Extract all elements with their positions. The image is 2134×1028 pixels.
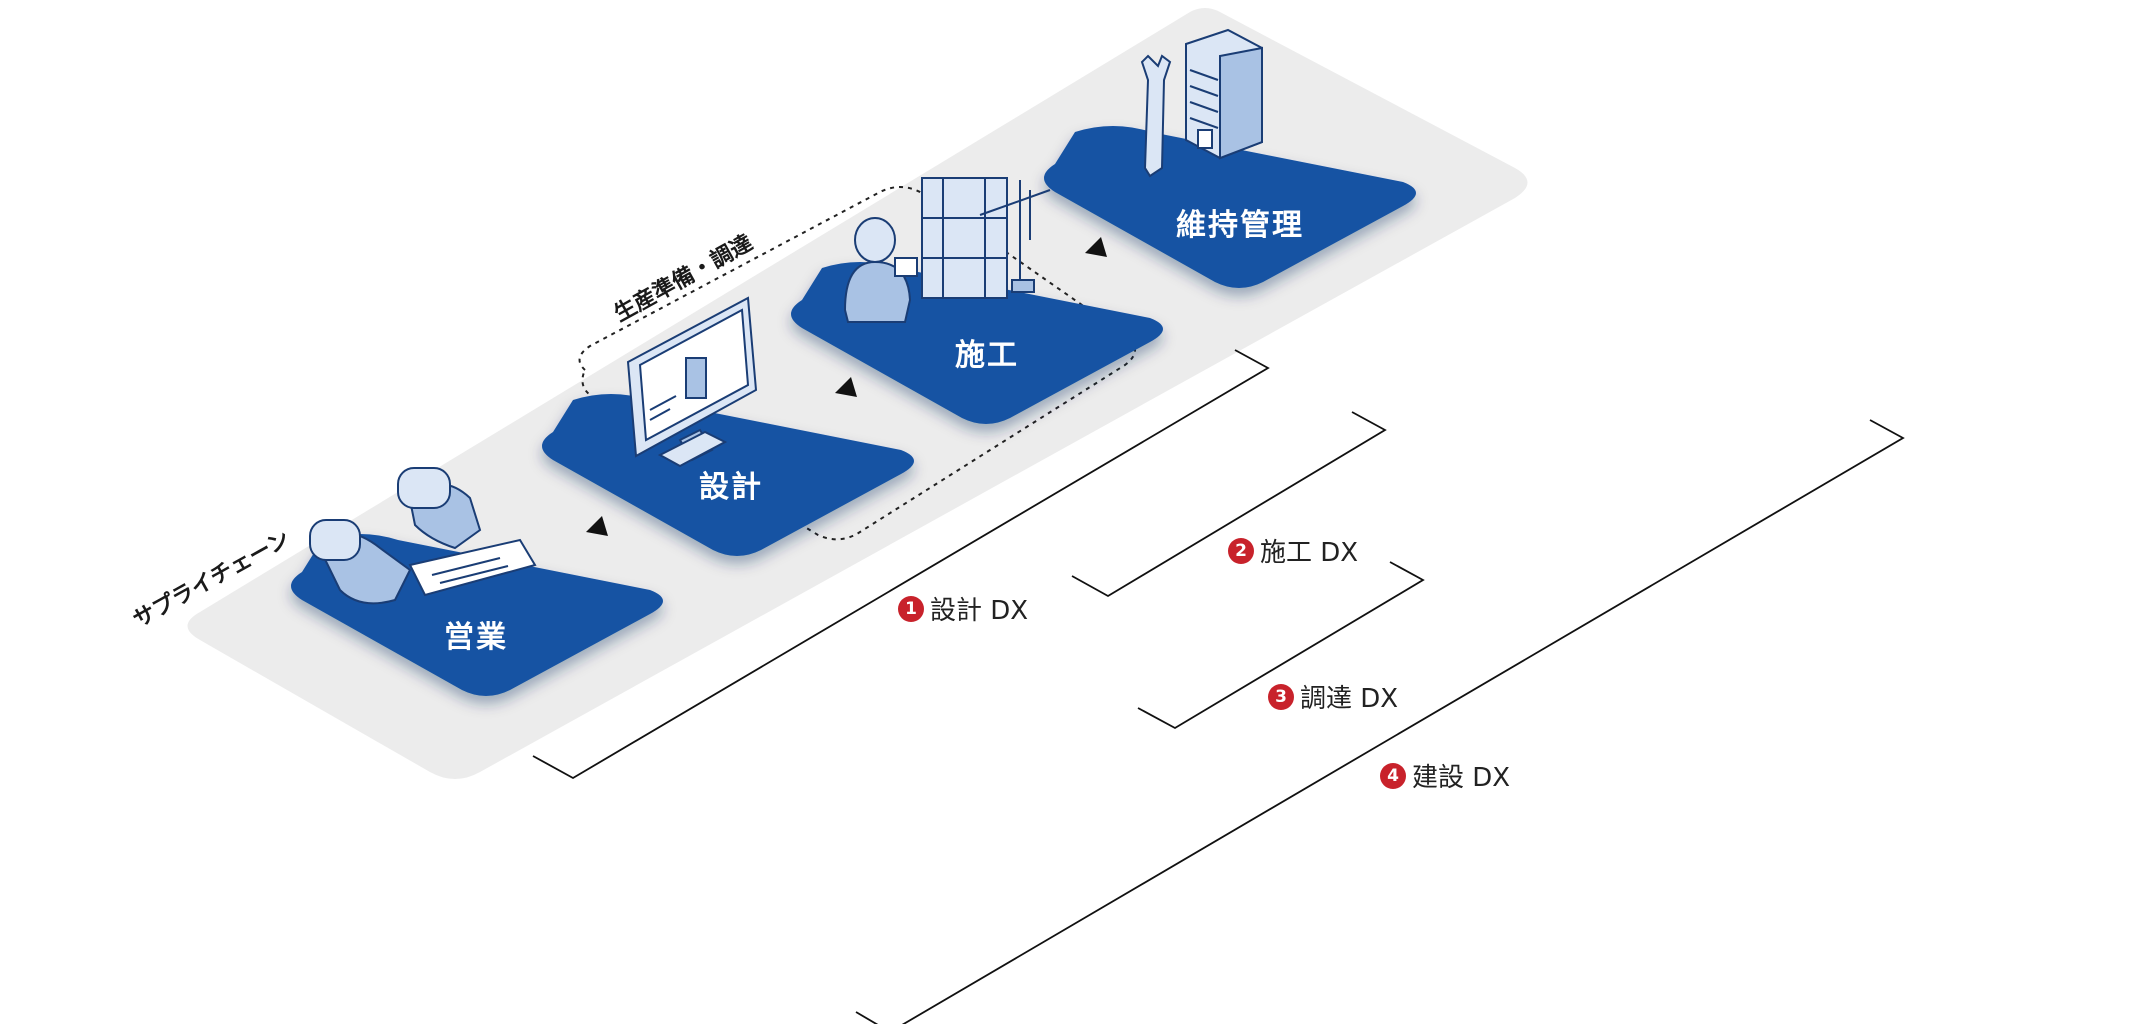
supply-chain-band <box>187 8 1528 779</box>
dx-badge-4: 4 <box>1380 762 1406 789</box>
dx-bracket-1 <box>532 349 1270 780</box>
flow-arrow-1 <box>586 516 608 536</box>
dx-text-3: 調達 DX <box>1300 684 1399 714</box>
dx-label-sekkei: 1 設計 DX <box>898 590 1028 627</box>
stage-iji-label: 維持管理 <box>1176 208 1304 243</box>
dx-badge-1: 1 <box>898 595 924 622</box>
stage-sekkei-label: 設計 <box>699 470 763 505</box>
dx-bracket-2 <box>1071 411 1387 598</box>
dx-label-kensetsu: 4 建設 DX <box>1380 757 1510 794</box>
stage-seko-label: 施工 <box>955 338 1019 373</box>
dx-bracket-4 <box>855 419 1905 1028</box>
dx-label-seko: 2 施工 DX <box>1228 532 1358 569</box>
dx-badge-3: 3 <box>1268 683 1294 710</box>
tile-iji[interactable] <box>1044 126 1416 288</box>
wrench-building-icon <box>1140 28 1263 178</box>
dx-badge-2: 2 <box>1228 537 1254 564</box>
dx-text-1: 設計 DX <box>930 596 1029 626</box>
dx-text-4: 建設 DX <box>1412 763 1511 793</box>
dx-label-chotatsu: 3 調達 DX <box>1268 678 1398 715</box>
dx-text-2: 施工 DX <box>1260 538 1359 568</box>
stage-eigyo-label: 営業 <box>444 620 508 655</box>
computer-monitor-icon <box>626 296 758 468</box>
flow-arrow-3 <box>1085 237 1107 257</box>
dx-bracket-3 <box>1137 561 1425 730</box>
construction-crane-worker-icon <box>843 177 1051 323</box>
flow-arrow-2 <box>835 377 857 397</box>
handshake-document-icon <box>309 467 537 605</box>
